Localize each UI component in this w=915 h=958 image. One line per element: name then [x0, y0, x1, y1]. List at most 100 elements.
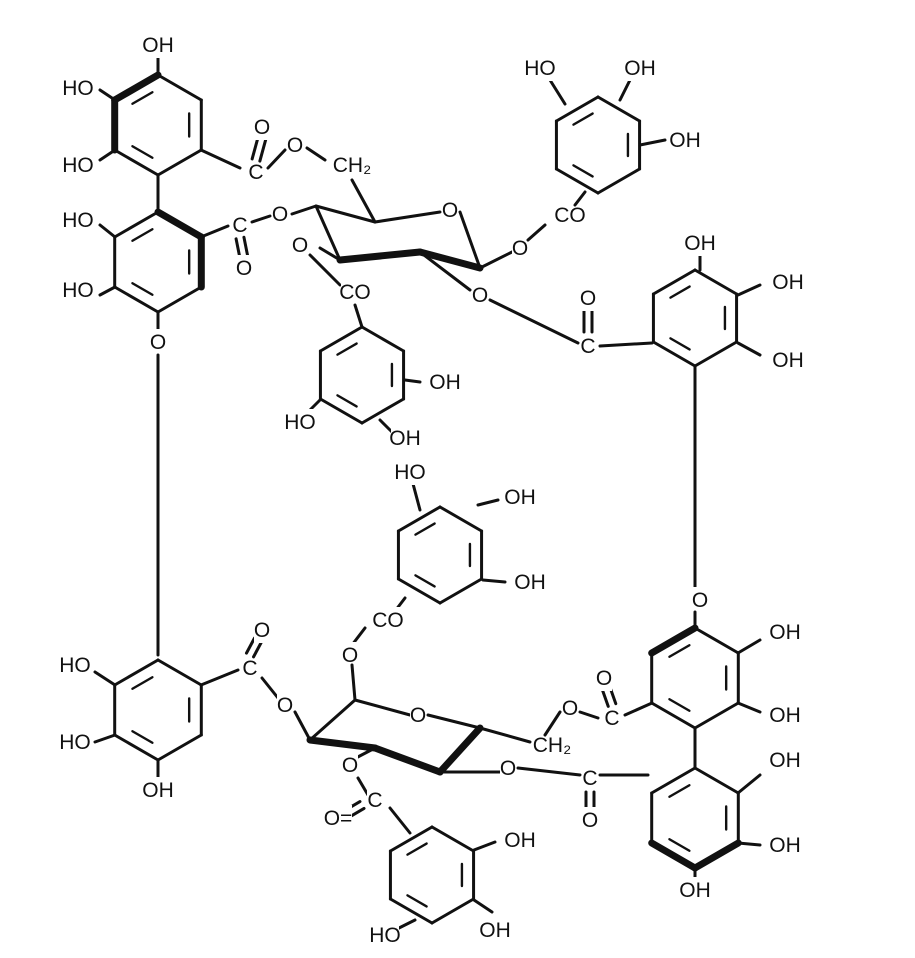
glucose-bond [314, 204, 342, 262]
double-bond-line [600, 687, 610, 708]
label-background [341, 279, 369, 305]
glucose-bond [314, 204, 377, 224]
ring-bond [596, 167, 642, 195]
hydroxyl-label: HO [524, 57, 556, 80]
ring-bond [650, 701, 697, 730]
ester-oxygen-label: O [287, 134, 303, 157]
bond-line [318, 246, 342, 262]
label-background [681, 877, 709, 903]
aromatic-inner-bond [406, 842, 428, 856]
ring-bond [691, 839, 742, 872]
bond-line [199, 224, 230, 239]
ring-bond [111, 71, 162, 104]
double-bond-line [252, 640, 264, 659]
glucose-bond [371, 744, 444, 776]
label-background [506, 484, 534, 510]
ring-oxygen-label: O [442, 199, 458, 222]
ring-bond [693, 268, 739, 296]
carbon-label: C [604, 707, 619, 730]
hydroxyl-label: OH [624, 57, 656, 80]
hydroxyl-label: OH [684, 232, 716, 255]
label-background [342, 752, 358, 778]
hhdp-right-ring-middle [648, 624, 740, 730]
aromatic-inner-bond [668, 698, 691, 712]
label-background [431, 369, 459, 395]
ring-bond [648, 839, 699, 872]
label-background [342, 642, 358, 668]
aromatic-inner-bond [131, 282, 154, 296]
label-background [272, 201, 288, 227]
carbon-label: C [242, 657, 257, 680]
aromatic-inner-bond [406, 894, 428, 908]
label-background [242, 655, 258, 681]
bond-line [250, 214, 272, 224]
ring-bond [430, 897, 476, 925]
galloyl-ring-center [396, 505, 484, 605]
hhdp-top-ring-upper [111, 71, 203, 177]
glucose-bond [308, 698, 357, 742]
glucose-bond [436, 724, 484, 776]
aromatic-inner-bond [668, 838, 691, 852]
ester-oxygen-label: O [292, 234, 308, 257]
ring-bond [113, 733, 160, 762]
label-background [292, 232, 308, 258]
label-background [481, 917, 509, 943]
hhdp-right-ring-upper [651, 268, 739, 368]
label-background [61, 652, 89, 678]
ring-bond [430, 825, 476, 853]
ester-oxygen-label: O [272, 203, 288, 226]
label-background [410, 702, 426, 728]
ring-bond [388, 897, 434, 925]
label-background [580, 333, 596, 359]
ring-bond [113, 285, 160, 314]
bond-line [573, 190, 587, 207]
label-background [774, 347, 802, 373]
aromatic-inner-bond [572, 164, 594, 178]
label-background [562, 695, 578, 721]
label-background [692, 587, 708, 613]
bond-line [356, 776, 370, 797]
carbon-label: C [580, 335, 595, 358]
bond-line [736, 283, 762, 297]
aromatic-inner-bond [131, 228, 154, 242]
aromatic-inner-bond [131, 91, 154, 105]
hydroxyl-label: HO [59, 654, 91, 677]
hydroxyl-label: HO [394, 461, 426, 484]
bond-line [516, 766, 582, 777]
hydroxyl-label: OH [769, 621, 801, 644]
label-background [248, 159, 264, 185]
label-background [626, 55, 654, 81]
bond-line [481, 578, 507, 584]
glucose-bond [350, 663, 357, 702]
carbonyl-label: CO [339, 281, 371, 304]
carbonyl-label: CO [372, 609, 404, 632]
aromatic-inner-bond [131, 676, 154, 690]
ring-bond [651, 268, 697, 296]
ring-bond [113, 210, 160, 239]
double-bond-line [244, 636, 256, 655]
bond-line [472, 898, 494, 914]
hydroxyl-label: OH [669, 129, 701, 152]
label-background [332, 152, 372, 178]
label-background [580, 285, 596, 311]
ester-oxygen-label: O [342, 754, 358, 777]
hydroxyl-label: HO [62, 279, 94, 302]
hydroxyl-label: OH [769, 749, 801, 772]
label-background [532, 732, 572, 758]
bond-line [93, 733, 117, 744]
ring-bond [596, 95, 642, 123]
bond-line [736, 341, 762, 357]
aromatic-inner-bond [131, 730, 154, 744]
ring-bond [156, 285, 203, 314]
bond-line [93, 670, 117, 687]
glucose-bond [336, 248, 424, 264]
ring-bond [693, 701, 740, 730]
label-background [254, 617, 270, 643]
ring-oxygen-label: O [410, 704, 426, 727]
hydroxyl-label: OH [429, 371, 461, 394]
label-background [472, 282, 488, 308]
bond-line [98, 285, 117, 297]
bond-line [199, 668, 240, 687]
label-background [582, 765, 598, 791]
